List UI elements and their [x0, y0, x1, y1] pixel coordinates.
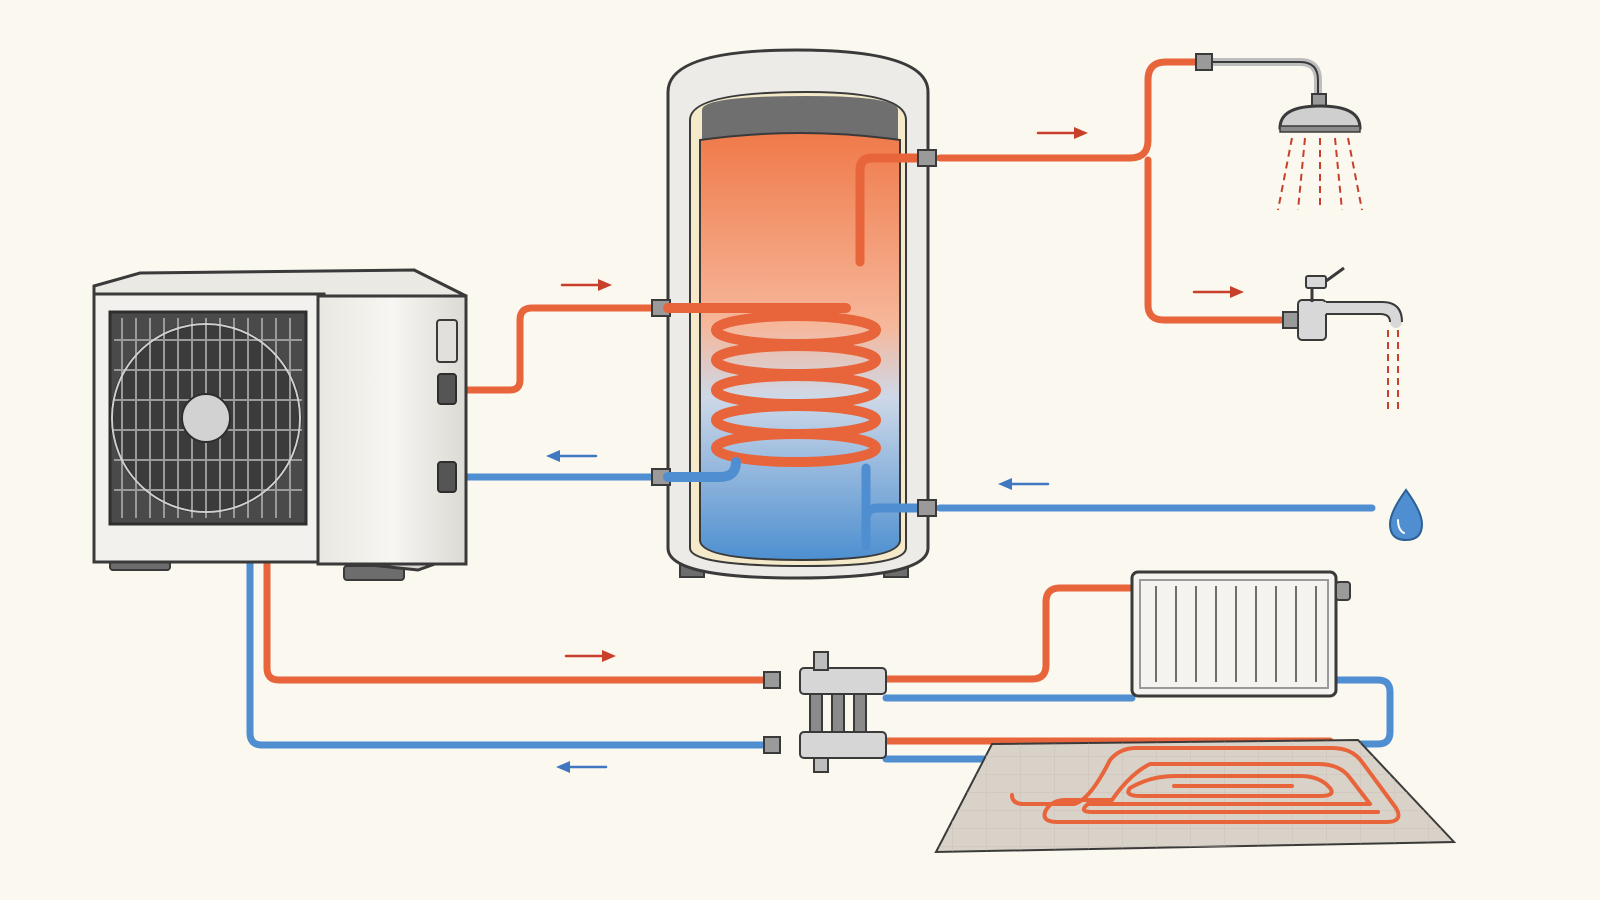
heat-pump-icon — [92, 268, 468, 581]
coil-icon — [663, 303, 881, 482]
flow-to-tap-arrow — [1192, 286, 1244, 298]
hot-pipe-outlet — [936, 58, 1209, 162]
radiator-icon — [1130, 570, 1351, 698]
hot-pipe-to-manifold — [263, 558, 774, 684]
underfloor-icon — [934, 738, 1457, 854]
water-drop-icon — [1388, 488, 1424, 542]
hot-pipe-to-radiator — [882, 584, 1136, 683]
hot-pipe-to-tap — [1144, 156, 1289, 324]
hot-pipe-to-coil — [448, 304, 664, 394]
faucet-icon — [1282, 266, 1403, 410]
flow-return-manifold-arrow — [556, 761, 608, 773]
shower-icon — [1195, 53, 1363, 211]
flow-cold-inlet-arrow — [998, 478, 1050, 490]
flow-to-manifold-arrow — [564, 650, 616, 662]
cold-pipe-from-radiator — [1326, 676, 1394, 748]
flow-from-coil-arrow — [546, 450, 598, 462]
flow-arrows — [546, 127, 1244, 773]
flow-to-shower-arrow — [1036, 127, 1088, 139]
flow-to-coil-arrow — [560, 279, 612, 291]
cold-pipe-from-manifold — [246, 558, 774, 749]
manifold-icon — [763, 651, 887, 773]
